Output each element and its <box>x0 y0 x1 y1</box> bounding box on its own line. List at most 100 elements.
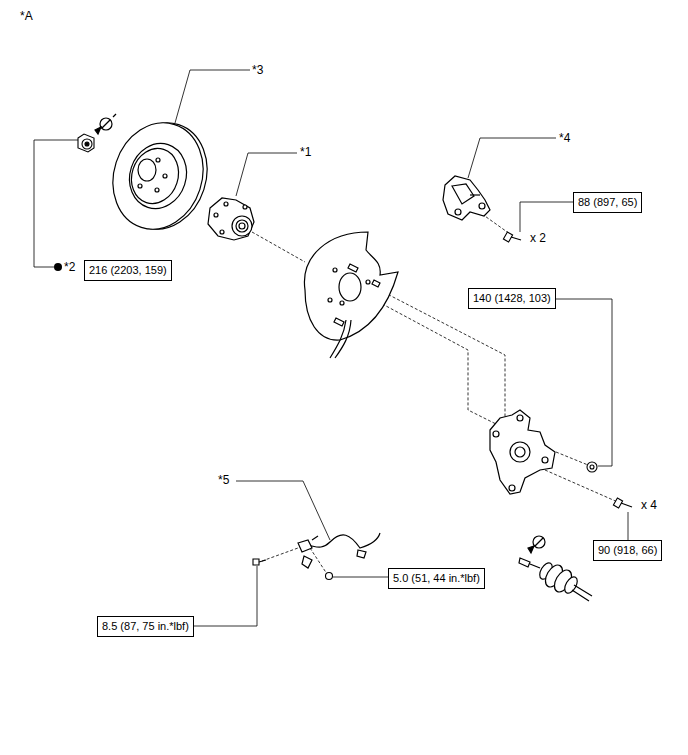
axle-hub <box>220 230 224 234</box>
assembly-line <box>252 232 305 262</box>
brake-rotor <box>138 159 156 181</box>
leader-line <box>468 138 556 178</box>
assembly-line <box>556 452 588 465</box>
leader-line <box>236 481 330 540</box>
dust-cover <box>348 264 358 272</box>
callout-label: x 2 <box>530 231 546 245</box>
bolt <box>590 465 594 469</box>
brake-rotor <box>99 111 216 241</box>
torque-value: 90 (918, 66) <box>598 544 657 557</box>
bolt <box>259 560 266 562</box>
torque-value: 5.0 (51, 44 in.*lbf) <box>393 572 480 585</box>
dust-cover <box>339 273 361 301</box>
brake-rotor <box>163 174 167 178</box>
no-reuse-symbol <box>102 120 110 128</box>
brake-rotor <box>124 142 185 209</box>
steering-knuckle <box>542 457 548 463</box>
brake-rotor <box>121 136 195 216</box>
torque-value: 88 (897, 65) <box>578 196 637 209</box>
callout-number: x 4 <box>641 498 657 512</box>
torque-box: 8.5 (87, 75 in.*lbf) <box>97 616 194 637</box>
axle-hub <box>232 216 252 236</box>
brake-rotor <box>99 111 220 241</box>
steering-knuckle <box>515 447 525 457</box>
drive-shaft <box>519 558 592 601</box>
bolt <box>253 559 259 565</box>
callout-label: *4 <box>559 131 570 145</box>
callout-label: *5 <box>218 473 229 487</box>
brake-rotor <box>138 184 142 188</box>
speed-sensor <box>357 550 366 558</box>
no-reuse-symbol <box>100 118 112 130</box>
brake-caliper <box>470 194 480 195</box>
steering-knuckle <box>510 442 530 462</box>
drive-shaft <box>572 585 592 601</box>
dust-cover <box>334 318 344 326</box>
speed-sensor <box>298 533 380 568</box>
callout-label: *A <box>20 9 33 23</box>
torque-value: 8.5 (87, 75 in.*lbf) <box>102 620 189 633</box>
bolt <box>326 573 333 580</box>
speed-sensor <box>300 533 380 548</box>
torque-box: 140 (1428, 103) <box>468 288 556 309</box>
dust-cover <box>366 280 370 284</box>
hub-nut <box>78 134 94 152</box>
torque-box: 216 (2203, 159) <box>84 260 172 281</box>
callout-label: *1 <box>300 145 311 159</box>
assembly-line <box>360 292 498 425</box>
callout-number: *4 <box>559 131 570 145</box>
brake-caliper <box>479 203 485 209</box>
torque-box: 88 (897, 65) <box>573 192 642 213</box>
callout-label: x 4 <box>641 498 657 512</box>
assembly-line <box>545 470 620 503</box>
dust-cover <box>335 320 351 358</box>
steering-knuckle <box>490 410 555 494</box>
leader-line <box>34 140 80 267</box>
leader-line <box>520 202 573 232</box>
torque-value: 140 (1428, 103) <box>473 292 551 305</box>
leader-line <box>175 70 250 123</box>
leader-line <box>34 70 628 626</box>
dust-cover <box>372 280 380 287</box>
drive-shaft <box>519 558 530 567</box>
hub-nut <box>78 134 94 152</box>
axle-hub <box>224 202 228 206</box>
drive-shaft <box>562 575 580 596</box>
torque-box: 90 (918, 66) <box>593 540 662 561</box>
no-reuse-symbol <box>113 114 116 117</box>
brake-caliper <box>455 209 461 215</box>
steering-knuckle <box>490 410 555 494</box>
brake-caliper <box>443 176 490 220</box>
bolt <box>587 462 597 472</box>
axle-hub <box>239 223 245 229</box>
dust-cover <box>304 232 398 358</box>
brake-rotor <box>155 188 159 192</box>
callout-number: x 2 <box>530 231 546 245</box>
leader-line <box>628 512 629 540</box>
callout-label: *2 <box>64 260 75 274</box>
axle-hub <box>236 220 248 232</box>
brake-caliper <box>443 176 490 220</box>
callout-number: *A <box>20 9 33 23</box>
axle-hub <box>208 198 254 240</box>
brake-rotor <box>156 158 160 162</box>
no-reuse-symbol <box>95 127 101 134</box>
marker-dot <box>54 263 62 271</box>
bolt <box>253 232 632 579</box>
bolt <box>621 503 632 507</box>
axle-hub <box>208 198 254 240</box>
axle-hub <box>243 205 247 209</box>
speed-sensor <box>298 540 312 552</box>
dust-cover <box>340 301 344 305</box>
hub-nut <box>85 142 89 146</box>
hub-nut <box>82 139 92 149</box>
steering-knuckle <box>493 431 499 437</box>
steering-knuckle <box>509 485 515 491</box>
callout-number: *5 <box>218 473 229 487</box>
assembly-line <box>310 548 327 574</box>
torque-box: 5.0 (51, 44 in.*lbf) <box>388 568 485 589</box>
axle-hub <box>214 213 218 217</box>
callout-label: *3 <box>252 63 263 77</box>
